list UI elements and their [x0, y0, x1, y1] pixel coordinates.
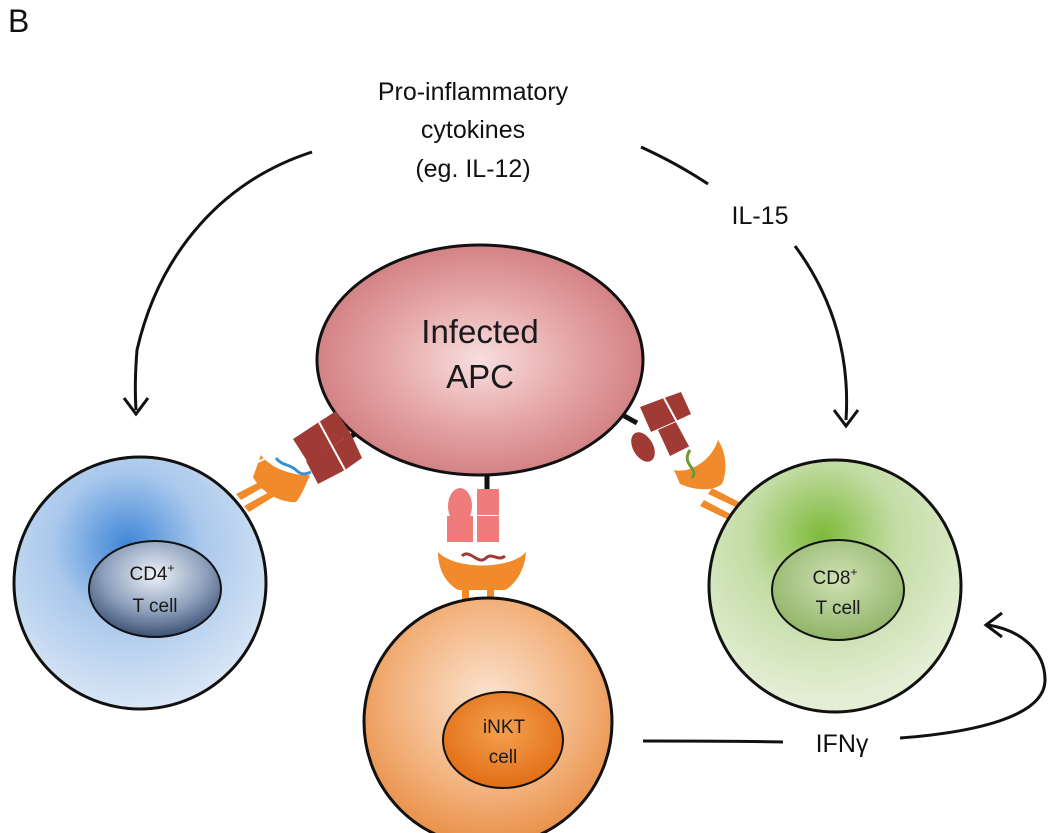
panel-label: B: [8, 3, 29, 39]
mhc-i-molecule: [631, 392, 691, 462]
il15-label: IL-15: [732, 202, 789, 230]
cd8-sup: +: [851, 565, 858, 579]
cytokine-line-1: Pro-inflammatory: [378, 78, 569, 106]
cytokine-label: Pro-inflammatory cytokines (eg. IL-12): [378, 78, 569, 183]
cytokine-to-il15-arrow: [640, 145, 709, 186]
cd4-label: CD4+: [129, 561, 174, 585]
cd4-label-line-2: T cell: [132, 596, 177, 617]
ifng-to-cd8-arrow: [899, 623, 1047, 740]
il15-to-cd8-arrow: [793, 245, 849, 421]
inkt-label-line-1: iNKT: [483, 717, 526, 738]
apc-label-line-1: Infected: [421, 313, 538, 350]
ifng-label: IFNγ: [816, 730, 869, 758]
cd8-label-line-2: T cell: [815, 598, 860, 619]
cytokine-to-cd4-arrow: [133, 150, 313, 411]
infected-apc: Infected APC: [315, 243, 645, 477]
cd4-tcr: [236, 455, 312, 512]
cd8-label: CD8+: [812, 565, 857, 589]
inkt-cell: iNKT cell: [362, 596, 614, 833]
cd8-name: CD8: [812, 568, 850, 589]
cd8-t-cell: CD8+ T cell: [707, 458, 963, 714]
cytokine-line-2: cytokines: [421, 116, 525, 144]
mhc-ii-molecule: [293, 411, 362, 484]
il15-to-cd8-arrowhead: [832, 409, 860, 429]
inkt-to-ifng-line: [642, 739, 784, 744]
cd4-sup: +: [168, 561, 175, 575]
cd4-t-cell: CD4+ T cell: [12, 455, 268, 711]
cd1d-molecule: [447, 488, 499, 542]
apc-label-line-2: APC: [446, 358, 514, 395]
cytokine-to-cd4-arrowhead: [122, 397, 150, 417]
inkt-label-line-2: cell: [489, 747, 518, 768]
cd4-name: CD4: [129, 564, 167, 585]
cytokine-line-3: (eg. IL-12): [415, 155, 530, 183]
ifng-to-cd8-arrowhead: [983, 611, 1003, 639]
